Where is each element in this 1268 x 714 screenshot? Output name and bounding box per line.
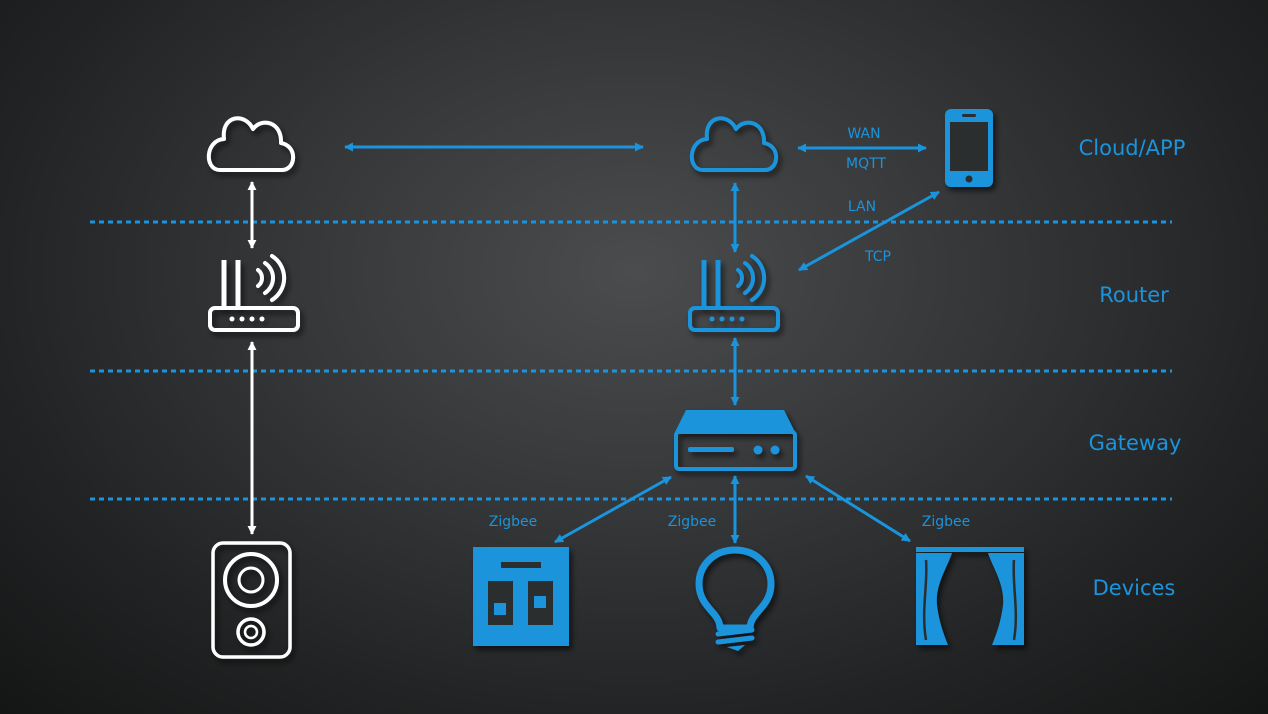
arrow-gateway-switch	[554, 475, 672, 544]
protocol-label-wan: WAN	[847, 126, 880, 142]
right-connectors	[554, 143, 940, 544]
arrow-gateway-curtain	[805, 474, 911, 543]
protocol-label-zigbee-curtain: Zigbee	[922, 514, 970, 530]
layer-label-devices: Devices	[1093, 576, 1176, 600]
light-bulb-icon	[695, 546, 775, 651]
cloud-icon	[206, 116, 296, 172]
wall-switch-icon	[473, 547, 569, 646]
arrow-phone-router	[798, 190, 940, 272]
protocol-label-tcp: TCP	[864, 249, 891, 265]
smartphone-icon	[945, 109, 993, 187]
protocol-label-zigbee-switch: Zigbee	[489, 514, 537, 530]
curtain-icon	[916, 547, 1024, 645]
protocol-label-zigbee-bulb: Zigbee	[668, 514, 716, 530]
cloud-icon	[689, 116, 779, 172]
layer-label-cloud: Cloud/APP	[1079, 136, 1186, 160]
protocol-label-mqtt: MQTT	[846, 156, 886, 172]
speaker-icon	[211, 541, 292, 659]
layer-label-gateway: Gateway	[1089, 431, 1182, 455]
gateway-icon	[674, 410, 797, 471]
router-icon	[688, 254, 780, 332]
router-icon	[208, 254, 300, 332]
layer-label-router: Router	[1099, 283, 1169, 307]
protocol-label-lan: LAN	[848, 199, 876, 215]
